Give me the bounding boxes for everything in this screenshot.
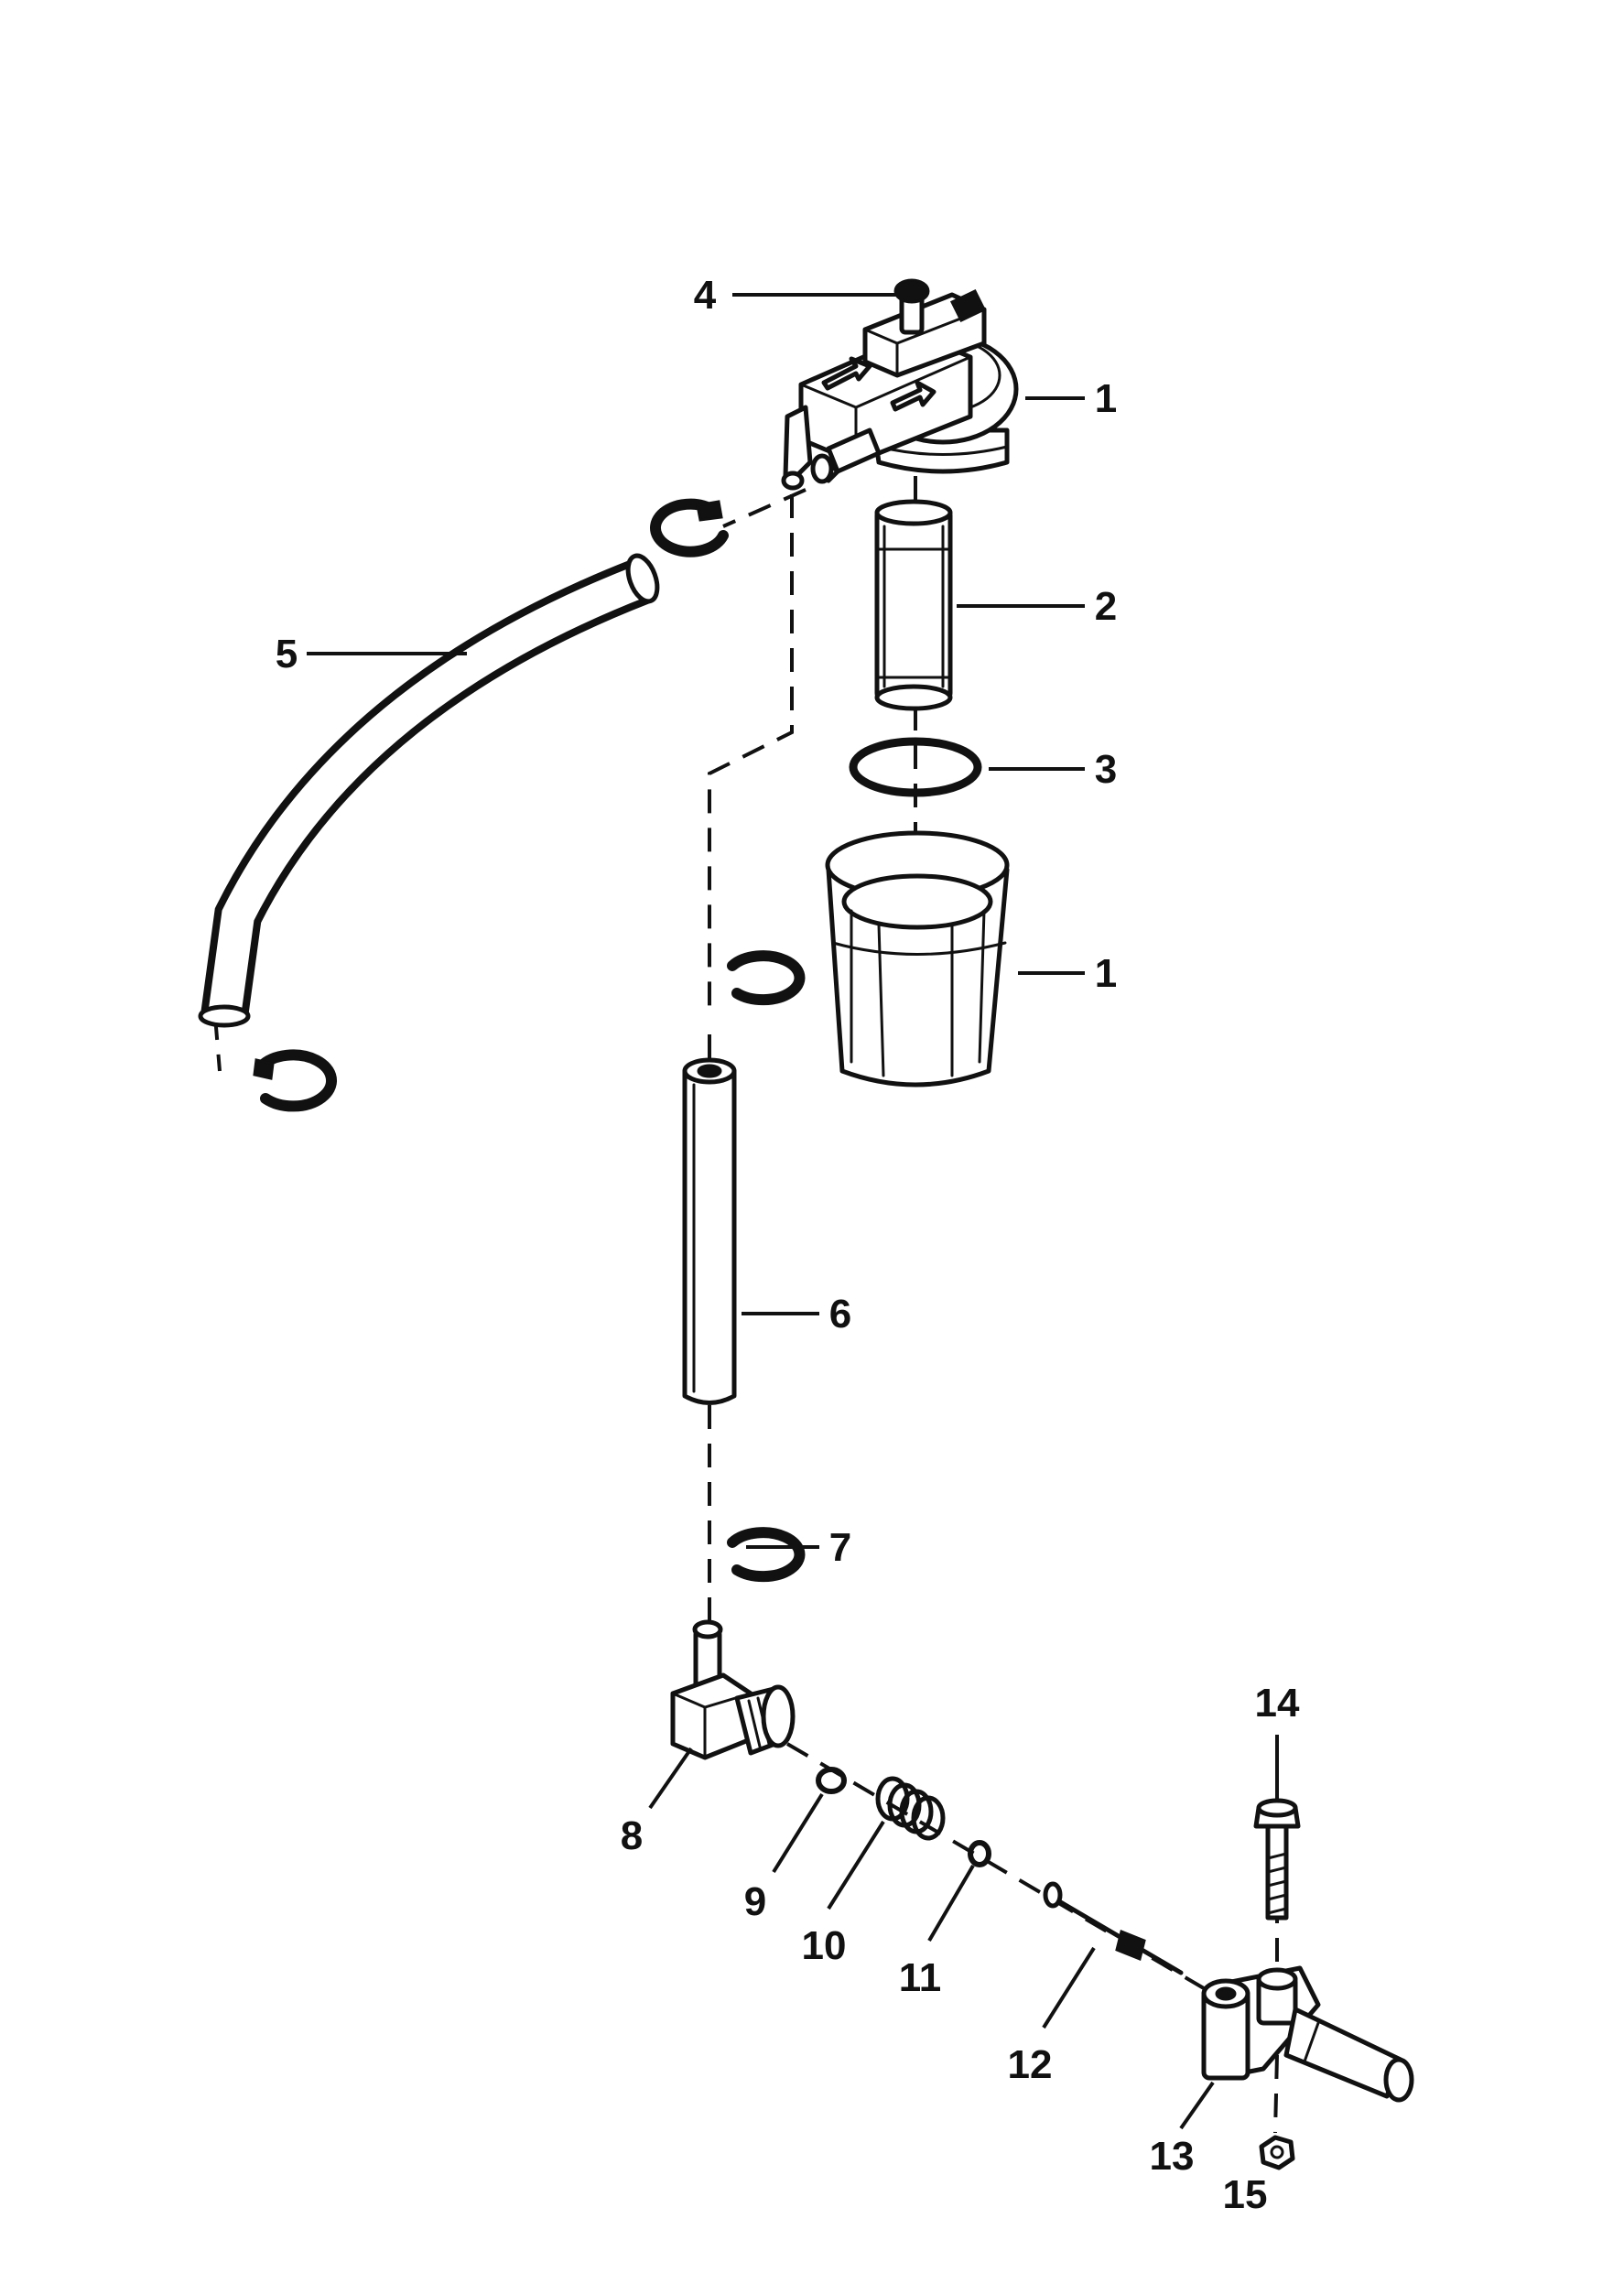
callout-12: 12 bbox=[1008, 2042, 1053, 2087]
callout-13: 13 bbox=[1150, 2134, 1195, 2179]
callout-6: 6 bbox=[829, 1292, 851, 1336]
callout-9: 9 bbox=[744, 1879, 766, 1924]
filter-bowl bbox=[825, 830, 1010, 1087]
nut bbox=[1259, 2135, 1295, 2170]
callout-1-head: 1 bbox=[1095, 376, 1117, 421]
callout-3: 3 bbox=[1095, 747, 1117, 792]
hose-clamp bbox=[727, 1527, 806, 1583]
callout-14: 14 bbox=[1255, 1681, 1300, 1726]
fuel-hose-straight bbox=[682, 1057, 737, 1405]
callout-2: 2 bbox=[1095, 584, 1117, 629]
callout-10: 10 bbox=[802, 1923, 847, 1968]
callout-7: 7 bbox=[829, 1525, 851, 1570]
callout-8: 8 bbox=[621, 1813, 643, 1858]
check-valve bbox=[1043, 1881, 1184, 1975]
leader-lines bbox=[307, 293, 1279, 2130]
callout-labels: 4 1 2 5 3 1 6 7 14 8 9 10 11 12 13 15 bbox=[276, 273, 1300, 2217]
spring bbox=[875, 1776, 946, 1841]
callout-11: 11 bbox=[899, 1955, 942, 2000]
seal-washer bbox=[968, 1840, 991, 1867]
hose-clamp-upper bbox=[650, 498, 729, 557]
filter-element bbox=[874, 499, 953, 711]
bolt bbox=[1253, 1798, 1301, 1921]
o-ring bbox=[849, 737, 982, 797]
tee-fitting bbox=[1201, 1965, 1414, 2103]
hose-clamp-lower-left bbox=[253, 1049, 338, 1112]
callout-4: 4 bbox=[694, 273, 717, 318]
hose-clamp-upper-mid bbox=[727, 950, 806, 1006]
callout-15: 15 bbox=[1223, 2172, 1268, 2217]
fuel-hose-curved bbox=[198, 553, 660, 1028]
washer bbox=[816, 1767, 847, 1794]
callout-5: 5 bbox=[276, 632, 298, 676]
callout-1-bowl: 1 bbox=[1095, 951, 1117, 996]
elbow-fitting bbox=[670, 1619, 796, 1760]
filter-head bbox=[781, 278, 1019, 491]
